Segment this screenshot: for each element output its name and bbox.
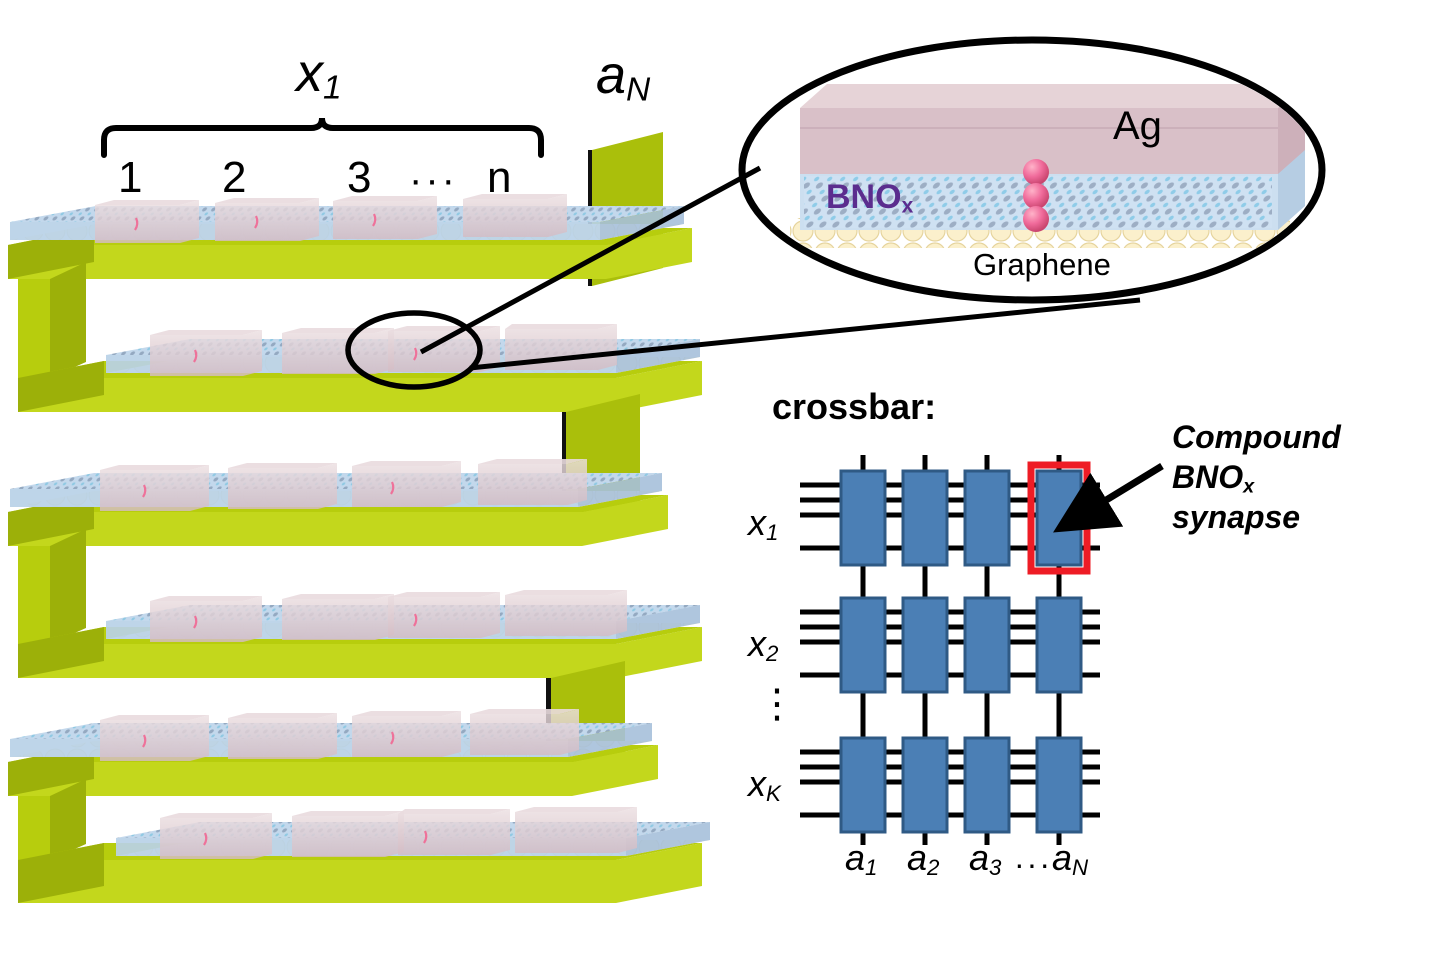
crossbar-cell[interactable] [839,736,887,834]
device-index-3: 3 [347,153,372,202]
crossbar-cell[interactable] [1035,596,1083,694]
device-index-1: 1 [118,153,143,202]
crossbar-cell[interactable] [839,469,887,567]
crossbar-col-label-1: a1 [845,837,878,880]
crossbar-schematic [800,455,1164,845]
crossbar-cell[interactable] [901,469,949,567]
device-index-ellipsis: ··· [409,158,458,202]
device-index-n: n [487,153,512,202]
inset-ag-label: Ag [1113,104,1162,148]
stack-row-label-x1: x1 [296,43,342,107]
crossbar-col-label-2: a2 [907,837,940,880]
crossbar-row-label-2: x2 [748,623,779,666]
crossbar-title: crossbar: [772,386,937,427]
annotation-arrow [1053,463,1164,533]
stacked-array-3d [8,117,710,903]
crossbar-col-label-N: aN [1052,837,1089,880]
device-index-2: 2 [222,153,247,202]
inset-bnox-label: BNOx [826,178,914,218]
conductive-filament [1023,159,1049,232]
crossbar-cell[interactable] [1035,736,1083,834]
crossbar-cell[interactable] [963,736,1011,834]
crossbar-cell[interactable] [901,736,949,834]
crossbar-col-ellipsis: ··· [1014,846,1052,882]
crossbar-row-ellipsis: ⋮ [757,682,797,726]
stack-level-2 [18,262,702,412]
stack-column-label-aN: aN [596,45,651,109]
synapse-annotation-line3: synapse [1172,499,1301,535]
device-count-brace [101,117,544,158]
inset-callout [345,36,1326,390]
crossbar-cell[interactable] [901,596,949,694]
crossbar-cell[interactable] [963,596,1011,694]
crossbar-cell[interactable] [839,596,887,694]
stack-level-4 [18,529,702,678]
inset-graphene-label: Graphene [973,247,1111,282]
stack-level-6 [18,779,710,903]
synapse-annotation-line1: Compound [1172,419,1341,455]
crossbar-cell[interactable] [963,469,1011,567]
stack-level-3 [8,394,668,546]
crossbar-col-label-3: a3 [969,837,1002,880]
stack-level-1 [8,132,692,286]
crossbar-row-label-1: x1 [748,502,779,545]
stack-level-5 [8,661,658,796]
crossbar-row-label-K: xK [748,763,781,806]
synapse-annotation-line2: BNOx [1172,459,1255,498]
